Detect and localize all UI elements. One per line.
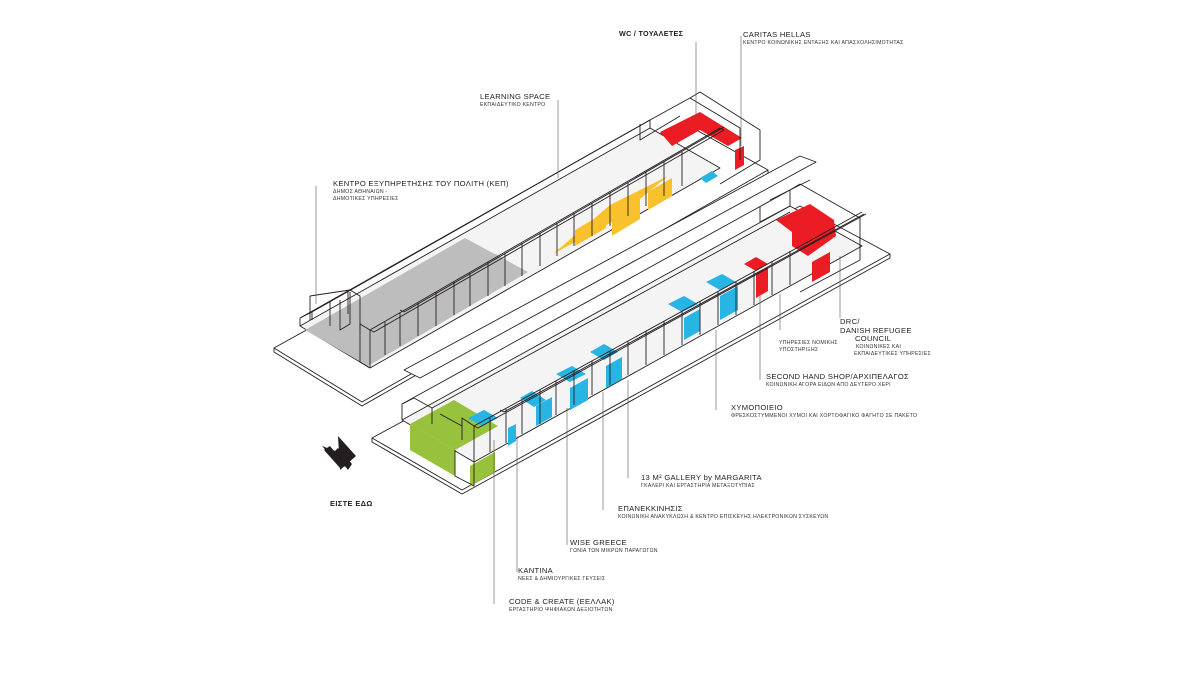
label-code-sub: ΕΡΓΑΣΤΗΡΙΟ ΨΗΦΙΑΚΩΝ ΔΕΞΙΟΤΗΤΩΝ (509, 606, 613, 613)
label-wc: WC / ΤΟΥΑΛΕΤΕΣ (619, 29, 684, 38)
label-code: CODE & CREATE (ΕΕΛΛΑΚ) ΕΡΓΑΣΤΗΡΙΟ ΨΗΦΙΑΚ… (509, 597, 615, 614)
blue-wall-juice (684, 309, 700, 340)
lower-building (371, 155, 891, 495)
red-zone-drc (776, 204, 836, 256)
red-wall-legal (756, 267, 768, 298)
label-drc-title: DRC/ (840, 317, 860, 326)
label-caritas: CARITAS HELLAS ΚΕΝΤΡΟ ΚΟΙΝΩΝΙΚΗΣ ΕΝΤΑΞΗΣ… (743, 30, 904, 47)
blue-wall-kantina (508, 424, 516, 446)
label-drc-title3: COUNCIL (855, 334, 892, 344)
label-caritas-title: CARITAS HELLAS (743, 30, 811, 39)
label-learning-title: LEARNING SPACE (480, 92, 551, 101)
label-juice-sub: ΦΡΕΣΚΟΣΤΥΜΜΕΝΟΙ ΧΥΜΟΙ ΚΑΙ ΧΟΡΤΟΦΑΓΙΚΟ ΦΑ… (731, 412, 918, 419)
blue-zone-wc (700, 171, 718, 183)
label-drc-sub: ΚΟΙΝΩΝΙΚΕΣ ΚΑΙ (856, 344, 902, 351)
green-wall (410, 424, 455, 476)
label-secondhand-title: SECOND HAND SHOP/ΑΡΧΙΠΕΛΑΓΟΣ (766, 372, 910, 381)
blue-zone-second (706, 274, 736, 290)
blue-wall-second (720, 286, 738, 320)
label-legal-sub2: ΥΠΟΣΤΗΡΙΞΗΣ (779, 346, 819, 353)
label-code-title: CODE & CREATE (ΕΕΛΛΑΚ) (509, 597, 615, 606)
yellow-wall-2 (612, 196, 640, 236)
blue-zone-gallery (590, 344, 618, 360)
label-kantina-title: ΚΑΝΤΙΝΑ (518, 566, 554, 575)
blue-wall-epanekk (570, 378, 588, 410)
red-wall-caritas (735, 146, 744, 170)
you-are-here-label: ΕΙΣΤΕ ΕΔΩ (330, 499, 373, 508)
label-legal: ΥΠΗΡΕΣΙΕΣ ΝΟΜΙΚΗΣ ΥΠΟΣΤΗΡΙΞΗΣ (779, 340, 838, 354)
label-kep-sub: ΔΗΜΟΣ ΑΘΗΝΑΙΩΝ - (333, 188, 388, 195)
label-juice: ΧΥΜΟΠΟΙΕΙΟ ΦΡΕΣΚΟΣΤΥΜΜΕΝΟΙ ΧΥΜΟΙ ΚΑΙ ΧΟΡ… (731, 403, 918, 420)
green-wall-2 (470, 452, 495, 486)
gray-corridor (370, 254, 520, 344)
walkway (403, 155, 817, 379)
label-legal-sub: ΥΠΗΡΕΣΙΕΣ ΝΟΜΙΚΗΣ (779, 340, 838, 346)
label-learning-sub: ΕΚΠΑΙΔΕΥΤΙΚΟ ΚΕΝΤΡΟ (480, 101, 546, 108)
label-kep-title: ΚΕΝΤΡΟ ΕΞΥΠΗΡΕΤΗΣΗΣ ΤΟΥ ΠΟΛΙΤΗ (ΚΕΠ) (333, 179, 509, 188)
blue-zone-epanekk (556, 366, 586, 382)
label-drc-title2: DANISH REFUGEE (840, 325, 912, 335)
label-drc-sub2: ΕΚΠΑΙΔΕΥΤΙΚΕΣ ΥΠΗΡΕΣΙΕΣ (854, 351, 931, 358)
window-mullions (384, 152, 683, 355)
label-epanekk-title: ΕΠΑΝΕΚΚΙΝΗΣΙΣ (618, 504, 683, 513)
label-wise-sub: ΓΩΝΙΑ ΤΩΝ ΜΙΚΡΩΝ ΠΑΡΑΓΩΓΩΝ (570, 547, 658, 554)
blue-zone-kantina (468, 410, 498, 426)
blue-zone-juice (668, 296, 698, 312)
label-gallery-title: 13 M² GALLERY by MARGARITA (641, 473, 762, 482)
upper-building (273, 91, 769, 407)
label-juice-title: ΧΥΜΟΠΟΙΕΙΟ (731, 403, 783, 412)
label-wc-title: WC / ΤΟΥΑΛΕΤΕΣ (619, 29, 684, 38)
blue-zone-wise (520, 391, 546, 407)
label-gallery: 13 M² GALLERY by MARGARITA ΓΚΑΛΕΡΙ ΚΑΙ Ε… (641, 473, 762, 490)
label-secondhand: SECOND HAND SHOP/ΑΡΧΙΠΕΛΑΓΟΣ ΚΟΙΝΩΝΙΚΗ Α… (766, 372, 910, 389)
label-kep: ΚΕΝΤΡΟ ΕΞΥΠΗΡΕΤΗΣΗΣ ΤΟΥ ΠΟΛΙΤΗ (ΚΕΠ) ΔΗΜ… (333, 179, 509, 203)
yellow-wall-1 (575, 212, 606, 246)
navigation-arrow-icon (322, 436, 356, 470)
label-epanekk-sub: ΚΟΙΝΩΝΙΚΗ ΑΝΑΚΥΚΛΩΣΗ & ΚΕΝΤΡΟ ΕΠΙΣΚΕΥΗΣ … (618, 513, 829, 520)
label-drc: DRC/ DANISH REFUGEE COUNCIL ΚΟΙΝΩΝΙΚΕΣ Κ… (840, 317, 931, 358)
label-caritas-sub: ΚΕΝΤΡΟ ΚΟΙΝΩΝΙΚΗΣ ΕΝΤΑΞΗΣ ΚΑΙ ΑΠΑΣΧΟΛΗΣΙ… (743, 39, 904, 46)
label-epanekk: ΕΠΑΝΕΚΚΙΝΗΣΙΣ ΚΟΙΝΩΝΙΚΗ ΑΝΑΚΥΚΛΩΣΗ & ΚΕΝ… (618, 504, 829, 521)
lower-mullions (489, 251, 791, 452)
red-zone-caritas (660, 112, 742, 146)
yellow-wall-3 (648, 178, 672, 210)
label-kantina-sub: ΝΕΕΣ & ΔΗΜΙΟΥΡΓΙΚΕΣ ΓΕΥΣΕΙΣ (518, 575, 606, 582)
label-secondhand-sub: ΚΟΙΝΩΝΙΚΗ ΑΓΟΡΑ ΕΙΔΩΝ ΑΠΟ ΔΕΥΤΕΡΟ ΧΕΡΙ (766, 381, 891, 388)
label-kep-sub2: ΔΗΜΟΤΙΚΕΣ ΥΠΗΡΕΣΙΕΣ (333, 195, 399, 202)
label-wise-title: WISE GREECE (570, 538, 627, 547)
leader-lines (315, 36, 841, 604)
label-gallery-sub: ΓΚΑΛΕΡΙ ΚΑΙ ΕΡΓΑΣΤΗΡΙΑ ΜΕΤΑΞΟΤΥΠΙΑΣ (641, 482, 755, 489)
label-kantina: ΚΑΝΤΙΝΑ ΝΕΕΣ & ΔΗΜΙΟΥΡΓΙΚΕΣ ΓΕΥΣΕΙΣ (518, 566, 606, 583)
label-wise: WISE GREECE ΓΩΝΙΑ ΤΩΝ ΜΙΚΡΩΝ ΠΑΡΑΓΩΓΩΝ (570, 538, 658, 555)
red-wall-drc (812, 252, 830, 282)
label-learning: LEARNING SPACE ΕΚΠΑΙΔΕΥΤΙΚΟ ΚΕΝΤΡΟ (480, 92, 551, 109)
